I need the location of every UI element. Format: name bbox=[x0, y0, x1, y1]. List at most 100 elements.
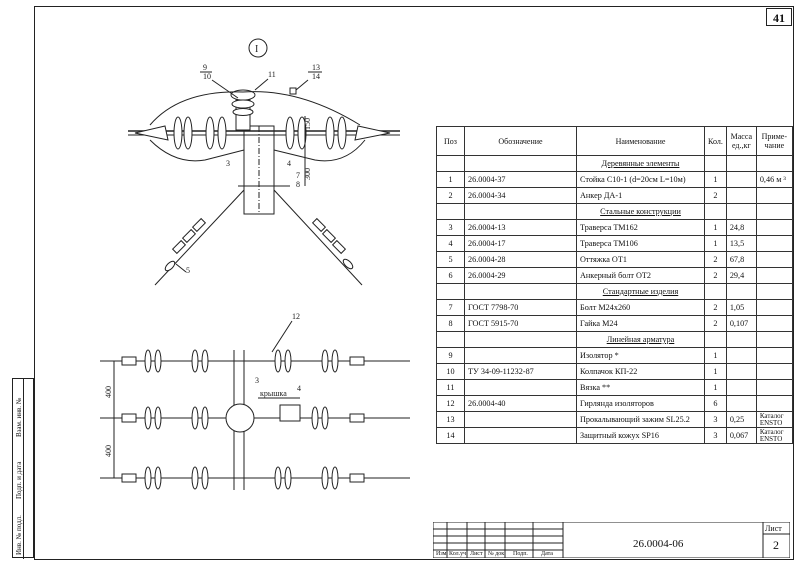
tb-header: Лист bbox=[470, 551, 483, 557]
cell-note bbox=[755, 299, 793, 316]
cell-note bbox=[755, 235, 793, 252]
cell-note bbox=[755, 219, 793, 236]
leader-line bbox=[211, 79, 239, 99]
header-name: Наименование bbox=[576, 126, 705, 156]
cell-mass: 0,25 bbox=[725, 411, 757, 428]
view-marker bbox=[248, 38, 268, 58]
cell-empty bbox=[704, 203, 727, 220]
clamp bbox=[289, 87, 297, 95]
cell-name: Линейная арматура bbox=[576, 331, 705, 348]
callout-11: 11 bbox=[268, 70, 276, 79]
plan-insulators bbox=[144, 349, 339, 490]
cell-pos: 5 bbox=[436, 251, 465, 268]
header-code: Обозначение bbox=[464, 126, 577, 156]
cell-empty bbox=[464, 331, 577, 348]
cell-empty bbox=[464, 155, 577, 172]
drawing-frame bbox=[34, 6, 794, 560]
side-stamp: Инв. № подл. Подп. и дата Взам. инв. № bbox=[12, 378, 34, 559]
cell-code: 26.0004-37 bbox=[464, 171, 577, 188]
view-label: I bbox=[255, 44, 258, 55]
cell-mass bbox=[725, 347, 757, 364]
cell-note bbox=[755, 347, 793, 364]
table-section-row: Стальные конструкции bbox=[436, 203, 793, 220]
cell-name: Гирлянда изоляторов bbox=[576, 395, 705, 412]
cell-qty: 3 bbox=[704, 411, 727, 428]
insulator-skirt bbox=[231, 99, 255, 109]
cell-qty: 2 bbox=[704, 251, 727, 268]
leader-line bbox=[295, 79, 309, 91]
cell-empty bbox=[755, 203, 793, 220]
tb-header: Кол.уч bbox=[449, 551, 467, 557]
technical-drawing: I 150 300 bbox=[100, 38, 410, 490]
cell-mass: 0,067 bbox=[725, 427, 757, 444]
cell-mass bbox=[725, 187, 757, 204]
document-code: 26.0004-06 bbox=[633, 538, 684, 550]
tb-header: Изм bbox=[436, 551, 447, 557]
cell-empty bbox=[464, 283, 577, 300]
tb-header: № док bbox=[488, 551, 505, 557]
cell-mass: 1,05 bbox=[725, 299, 757, 316]
guy-insulators-right bbox=[311, 217, 354, 270]
cell-mass bbox=[725, 379, 757, 396]
cell-pos: 12 bbox=[436, 395, 465, 412]
callout-14: 14 bbox=[312, 72, 320, 81]
tension-clamp bbox=[354, 125, 391, 141]
cell-name: Траверса ТМ106 bbox=[576, 235, 705, 252]
cell-pos: 2 bbox=[436, 187, 465, 204]
insulator-string-left bbox=[173, 116, 227, 150]
cell-qty: 2 bbox=[704, 315, 727, 332]
cell-code: ГОСТ 5915-70 bbox=[464, 315, 577, 332]
cell-empty bbox=[725, 155, 757, 172]
header-qty: Кол. bbox=[704, 126, 727, 156]
cell-note bbox=[755, 251, 793, 268]
cell-code: 26.0004-29 bbox=[464, 267, 577, 284]
cell-pos: 10 bbox=[436, 363, 465, 380]
pole-section bbox=[225, 403, 255, 433]
cell-note bbox=[755, 395, 793, 412]
tb-header: Подп. bbox=[513, 551, 528, 557]
cell-note bbox=[755, 315, 793, 332]
callout-4-plan: 4 bbox=[297, 384, 301, 393]
callout-7: 7 bbox=[296, 171, 300, 180]
cell-mass: 0,107 bbox=[725, 315, 757, 332]
cell-mass bbox=[725, 171, 757, 188]
cell-pos: 9 bbox=[436, 347, 465, 364]
cell-name: Стальные конструкции bbox=[576, 203, 705, 220]
cell-pos: 11 bbox=[436, 379, 465, 396]
cell-pos: 14 bbox=[436, 427, 465, 444]
plan-clamps bbox=[121, 356, 365, 483]
cell-name: Гайка М24 bbox=[576, 315, 705, 332]
tension-clamp bbox=[134, 125, 169, 141]
cell-mass: 67,8 bbox=[725, 251, 757, 268]
cell-note bbox=[755, 267, 793, 284]
cell-empty bbox=[725, 331, 757, 348]
cell-note: 0,46 м ³ bbox=[755, 171, 793, 188]
cell-name: Стандартные изделия bbox=[576, 283, 705, 300]
cell-empty bbox=[704, 283, 727, 300]
callout-13: 13 bbox=[312, 63, 320, 72]
cell-pos: 1 bbox=[436, 171, 465, 188]
cell-name: Анкерный болт ОТ2 bbox=[576, 267, 705, 284]
cell-name: Оттяжка ОТ1 bbox=[576, 251, 705, 268]
cell-qty: 6 bbox=[704, 395, 727, 412]
cell-code: ГОСТ 7798-70 bbox=[464, 299, 577, 316]
cell-name: Болт М24х260 bbox=[576, 299, 705, 316]
specification-table: Поз Обозначение Наименование Кол. Масса … bbox=[436, 126, 793, 444]
callout-9: 9 bbox=[203, 63, 207, 72]
cell-pos: 13 bbox=[436, 411, 465, 428]
title-block: Изм Кол.уч Лист № док Подп. Дата 26.0004… bbox=[433, 522, 790, 558]
cell-code bbox=[464, 427, 577, 444]
krishka-label: крышка bbox=[260, 389, 287, 398]
cell-qty: 1 bbox=[704, 171, 727, 188]
cell-code: 26.0004-28 bbox=[464, 251, 577, 268]
callout-8: 8 bbox=[296, 180, 300, 189]
guy-wire-right bbox=[273, 189, 363, 286]
